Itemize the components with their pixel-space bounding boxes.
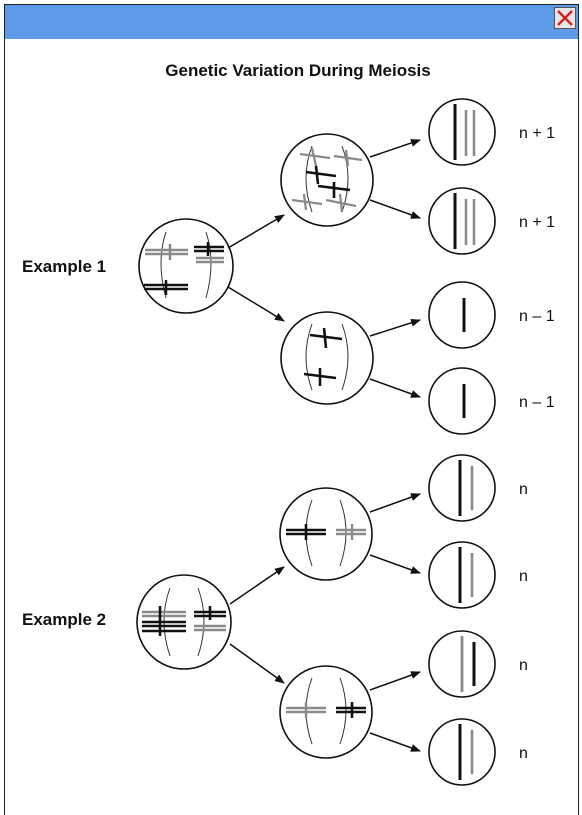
arrow — [369, 732, 421, 752]
example-1-daughter-cell-bottom — [280, 311, 374, 405]
arrow — [227, 214, 285, 249]
example-2-label: Example 2 — [22, 610, 106, 629]
example-1-gamete-4 — [428, 367, 496, 435]
close-icon — [557, 10, 573, 26]
arrow — [369, 378, 421, 398]
arrow — [369, 671, 421, 691]
example-1-daughter-cell-top — [280, 133, 374, 227]
example-1-gamete-1 — [428, 98, 496, 166]
example-1-result-2: n + 1 — [519, 214, 555, 231]
diagram-title: Genetic Variation During Meiosis — [165, 61, 430, 80]
window-titlebar — [5, 5, 578, 39]
example-1-result-3: n – 1 — [519, 308, 555, 325]
example-1: Example 1 — [22, 98, 555, 435]
close-button[interactable] — [554, 7, 576, 29]
example-2-gamete-1 — [428, 454, 496, 522]
example-1-gamete-2 — [428, 187, 496, 255]
example-2-daughter-cell-bottom — [279, 665, 373, 759]
example-2-result-3: n — [519, 657, 528, 674]
example-1-gamete-3 — [428, 281, 496, 349]
arrow — [227, 286, 285, 322]
example-1-parent-cell — [138, 218, 234, 314]
example-2-gamete-3 — [428, 630, 496, 698]
example-2: Example 2 — [22, 454, 528, 786]
example-2-daughter-cell-top — [279, 487, 373, 581]
arrow — [229, 643, 285, 684]
example-2-result-2: n — [519, 568, 528, 585]
example-1-result-4: n – 1 — [519, 394, 555, 411]
arrow — [369, 493, 421, 513]
arrow — [369, 318, 421, 337]
example-1-label: Example 1 — [22, 257, 106, 276]
example-2-gamete-2 — [428, 541, 496, 609]
example-2-result-4: n — [519, 745, 528, 762]
example-2-gamete-4 — [428, 718, 496, 786]
arrow — [369, 199, 421, 219]
example-1-result-1: n + 1 — [519, 125, 555, 142]
example-2-parent-cell — [136, 574, 232, 670]
arrow — [229, 566, 285, 605]
example-2-result-1: n — [519, 481, 528, 498]
arrow — [369, 139, 421, 158]
arrow — [369, 554, 421, 574]
